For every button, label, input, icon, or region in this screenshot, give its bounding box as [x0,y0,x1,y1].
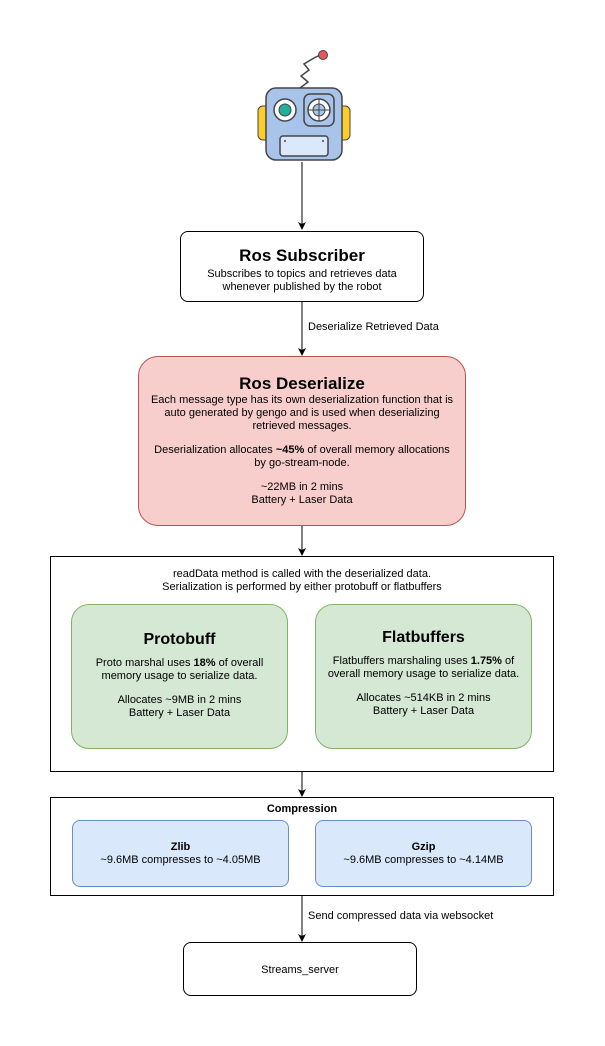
compression-title: Compression [266,803,338,815]
ros-deserialize-alloc: ~22MB in 2 mins [260,481,344,493]
serialization-line1: readData method is called with the deser… [172,568,432,580]
zlib-title: Zlib [170,841,191,853]
gzip-title: Gzip [411,841,436,853]
protobuff-alloc: Allocates ~9MB in 2 mins [117,694,242,706]
gzip-box: Gzip ~9.6MB compresses to ~4.14MB [315,820,532,887]
ros-deserialize-title: Ros Deserialize [239,374,365,393]
ros-deserialize-para2: Deserialization allocates ~45% of overal… [154,444,450,469]
protobuff-title: Protobuff [143,631,216,648]
ros-subscriber-desc-line2: whenever published by the robot [222,281,382,293]
protobuff-percent: 18% [193,657,216,669]
protobuff-box: Protobuff Proto marshal uses 18% of over… [71,604,288,749]
zlib-desc: ~9.6MB compresses to ~4.05MB [100,854,261,866]
flatbuffers-percent: 1.75% [470,655,502,667]
ros-subscriber-box: Ros Subscriber Subscribes to topics and … [180,231,424,302]
ros-deserialize-para1: Each message type has its own deserializ… [150,394,454,432]
protobuff-usage: Proto marshal uses 18% of overall memory… [95,657,264,682]
edge-label-websocket: Send compressed data via websocket [308,910,494,922]
flatbuffers-box: Flatbuffers Flatbuffers marshaling uses … [315,604,532,749]
ros-deserialize-percent: ~45% [275,444,305,456]
robot-icon [257,50,351,161]
streams-server-label: Streams_server [261,964,339,976]
flatbuffers-usage: Flatbuffers marshaling uses 1.75% of ove… [327,655,520,680]
gzip-desc: ~9.6MB compresses to ~4.14MB [343,854,504,866]
flatbuffers-data: Battery + Laser Data [372,705,475,717]
ros-subscriber-title: Ros Subscriber [239,246,365,265]
protobuff-data: Battery + Laser Data [128,707,231,719]
flatbuffers-title: Flatbuffers [382,629,465,646]
flatbuffers-alloc: Allocates ~514KB in 2 mins [356,692,491,704]
zlib-box: Zlib ~9.6MB compresses to ~4.05MB [72,820,289,887]
serialization-line2: Serialization is performed by either pro… [162,581,442,593]
edge-label-deserialize: Deserialize Retrieved Data [308,321,439,333]
ros-deserialize-data: Battery + Laser Data [251,494,353,506]
ros-deserialize-box: Ros Deserialize Each message type has it… [138,356,466,526]
ros-subscriber-desc-line1: Subscribes to topics and retrieves data [207,268,397,280]
streams-server-box: Streams_server [183,942,417,996]
